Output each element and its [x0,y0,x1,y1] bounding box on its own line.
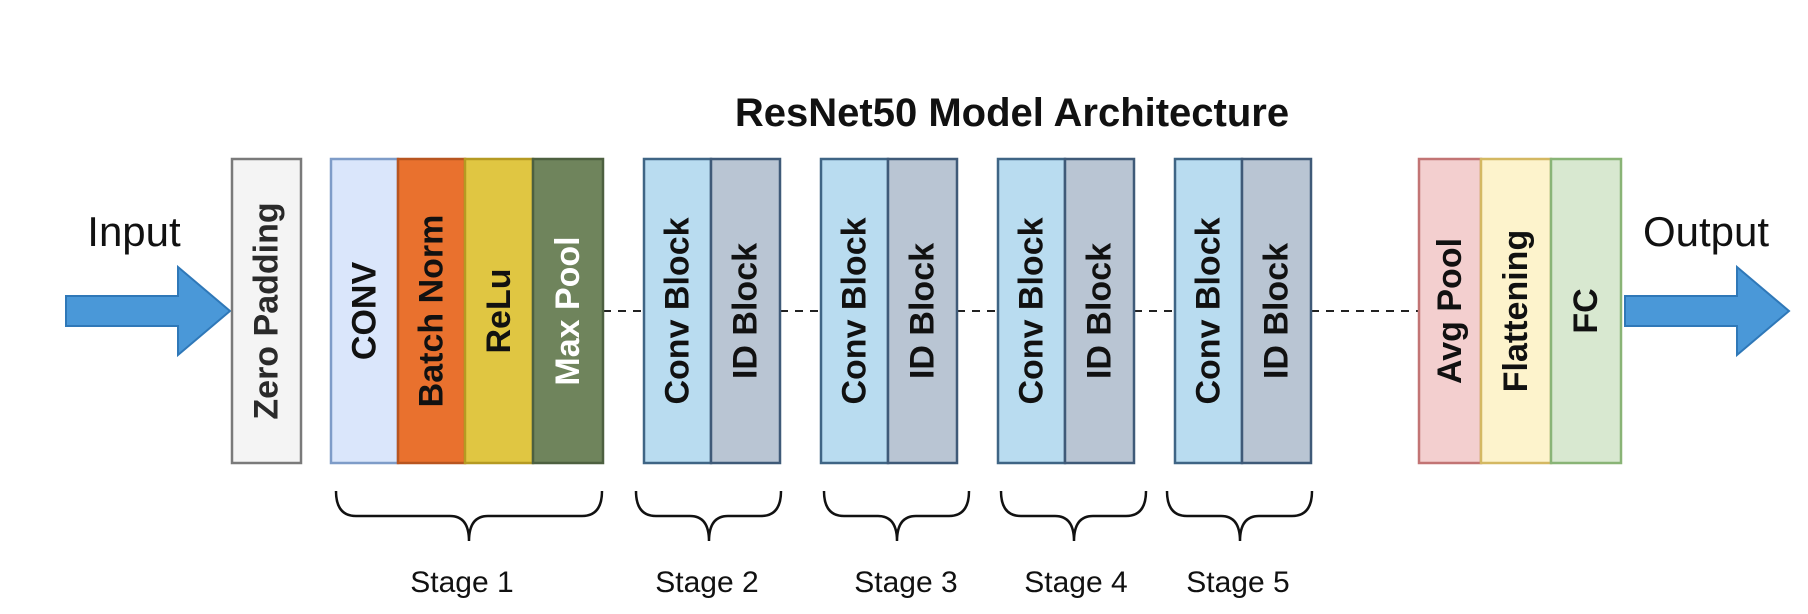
stage1-brace [334,490,604,542]
stage4-conv-block: Conv Block [996,157,1067,465]
flattening-label: Flattening [1497,230,1535,392]
relu-layer: ReLu [463,157,535,465]
stage4-id-block: ID Block [1063,157,1136,465]
stage3-id-block: ID Block [886,157,959,465]
batch-norm-layer: Batch Norm [396,157,467,465]
diagram-title: ResNet50 Model Architecture [735,91,1289,135]
input-label: Input [87,208,181,255]
stage5-conv-block: Conv Block [1173,157,1244,465]
stage3-brace [822,490,971,542]
stage3-conv-block: Conv Block [819,157,890,465]
stage4-label: Stage 4 [1024,566,1127,599]
zero-padding-layer: Zero Padding [230,157,303,465]
fc-label: FC [1567,288,1605,333]
stage4-conv-block-label: Conv Block [1013,217,1051,404]
input-arrow-icon [65,264,232,358]
stage-braces [334,490,1314,542]
avg-pool-label: Avg Pool [1431,238,1469,384]
zero-padding-label: Zero Padding [248,202,286,419]
output-arrow-icon [1624,264,1791,358]
stage5-brace [1165,490,1314,542]
stage2-id-block: ID Block [709,157,782,465]
stage5-label: Stage 5 [1186,566,1289,599]
output-label: Output [1643,208,1769,255]
stage2-conv-block-label: Conv Block [659,217,697,404]
stage2-brace [634,490,783,542]
batch-norm-label: Batch Norm [413,215,451,408]
stage2-conv-block: Conv Block [642,157,713,465]
relu-label: ReLu [480,269,518,354]
stage5-id-block: ID Block [1240,157,1313,465]
stage4-id-block-label: ID Block [1081,243,1119,379]
stage3-conv-block-label: Conv Block [836,217,874,404]
stage2-label: Stage 2 [655,566,758,599]
stage2-id-block-label: ID Block [727,243,765,379]
fc-layer: FC [1549,157,1623,465]
max-pool-label: Max Pool [549,236,587,385]
conv-label: CONV [346,262,384,361]
avg-pool-layer: Avg Pool [1417,157,1483,465]
stage5-conv-block-label: Conv Block [1190,217,1228,404]
conv-layer: CONV [329,157,400,465]
stage3-id-block-label: ID Block [904,243,942,379]
max-pool-layer: Max Pool [531,157,605,465]
stage3-label: Stage 3 [854,566,957,599]
stage1-label: Stage 1 [410,566,513,599]
stage4-brace [999,490,1148,542]
flattening-layer: Flattening [1479,157,1553,465]
stage5-id-block-label: ID Block [1258,243,1296,379]
